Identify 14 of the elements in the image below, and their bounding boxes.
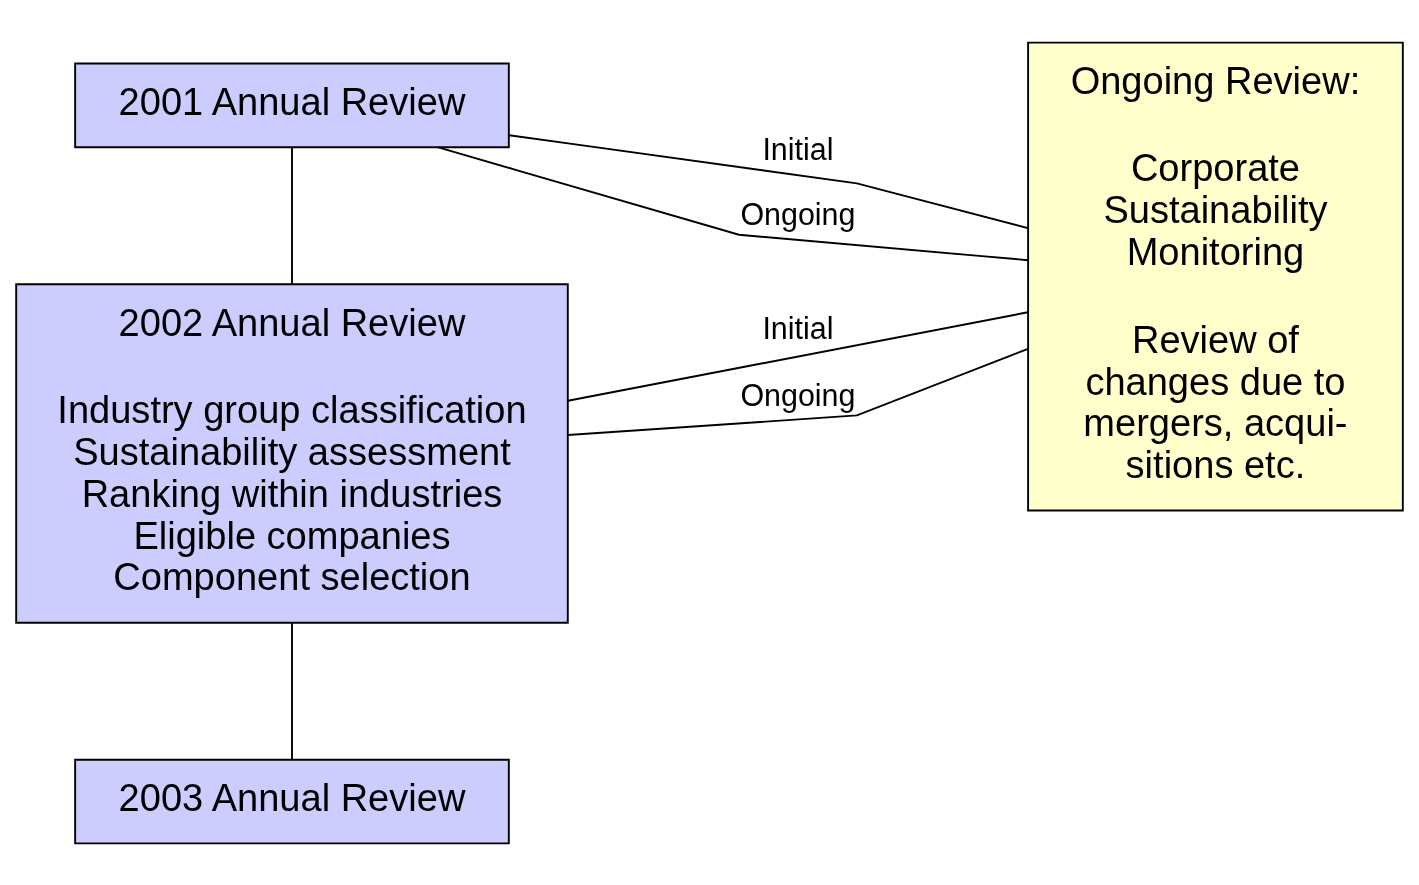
connector — [291, 621, 293, 761]
node-box: 2003 Annual Review — [74, 758, 510, 844]
edge-label: Ongoing — [740, 196, 856, 231]
connector — [508, 133, 1029, 229]
node-box: 2002 Annual Review Industry group classification Sustainability assessment Ranking within industries Eligible companies Component selection — [15, 282, 569, 624]
connector — [567, 310, 1029, 402]
connector — [291, 145, 293, 285]
edge-label: Initial — [762, 310, 834, 345]
connector — [437, 145, 1029, 261]
node-box: 2001 Annual Review — [74, 62, 510, 148]
connector — [567, 347, 1029, 436]
edge-label: Ongoing — [740, 377, 856, 412]
node-box: Ongoing Review: Corporate Sustainability Monitoring Review of changes due to mergers, acqui- sitions etc. — [1027, 41, 1404, 511]
edge-label: Initial — [762, 131, 834, 166]
